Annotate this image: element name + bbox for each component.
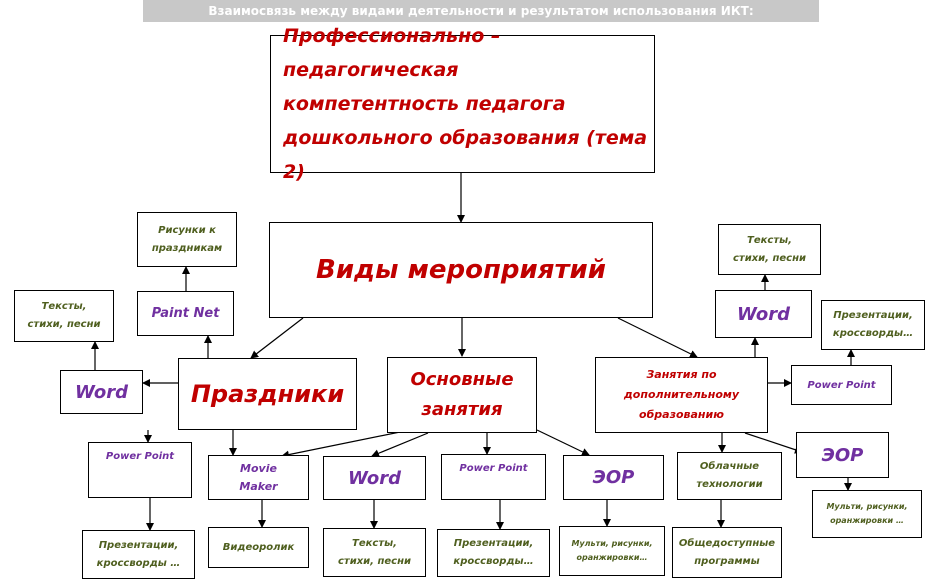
node-powerpoint-right-label: Power Point bbox=[807, 379, 876, 391]
arrow-types-to-holidays bbox=[250, 317, 304, 359]
node-word-center: Word bbox=[323, 456, 426, 500]
node-word-center-label: Word bbox=[348, 467, 401, 489]
node-cartoons-bottom: Мульти, рисунки, оранжировки… bbox=[559, 526, 665, 576]
diagram-title-banner: Взаимосвязь между видами деятельности и … bbox=[143, 0, 819, 22]
node-powerpoint-center: Power Point bbox=[441, 454, 546, 500]
node-powerpoint-left: Power Point bbox=[88, 442, 192, 498]
node-texts-bottom-label: Тексты, стихи, песни bbox=[337, 537, 411, 567]
node-word-left-label: Word bbox=[75, 381, 128, 403]
node-cartoons-right: Мульти, рисунки, оранжировки … bbox=[812, 490, 922, 538]
node-main-classes: Основные занятия bbox=[387, 357, 537, 433]
node-texts-bottom: Тексты, стихи, песни bbox=[323, 528, 426, 577]
node-extra-classes: Занятия по дополнительному образованию bbox=[595, 357, 768, 433]
node-public-programs-label: Общедоступные программы bbox=[678, 537, 776, 567]
node-main-classes-label: Основные занятия bbox=[410, 369, 514, 420]
node-event-types: Виды мероприятий bbox=[269, 222, 653, 318]
node-extra-classes-label: Занятия по дополнительному образованию bbox=[623, 368, 740, 421]
node-movie-maker: Movie Maker bbox=[208, 455, 309, 500]
node-cartoons-bottom-label: Мульти, рисунки, оранжировки… bbox=[571, 539, 653, 562]
node-presentations-1-label: Презентации, кроссворды … bbox=[96, 539, 181, 569]
node-cloud-tech: Облачные технологии bbox=[677, 452, 782, 500]
node-texts-right: Тексты, стихи, песни bbox=[718, 224, 821, 275]
node-top-competence-label: Профессионально – педагогическая компете… bbox=[283, 25, 648, 183]
node-eor-right-label: ЭОР bbox=[821, 444, 864, 466]
node-presentations-1: Презентации, кроссворды … bbox=[82, 530, 195, 579]
node-video: Видеоролик bbox=[208, 527, 309, 568]
node-presentations-right: Презентации, кроссворды… bbox=[821, 300, 925, 350]
node-eor-right: ЭОР bbox=[796, 432, 889, 478]
arrow-types-to-extra bbox=[617, 317, 698, 358]
node-powerpoint-left-label: Power Point bbox=[105, 451, 175, 462]
node-drawings-label: Рисунки к праздникам bbox=[151, 224, 223, 254]
node-top-competence: Профессионально – педагогическая компете… bbox=[270, 25, 655, 183]
node-word-left: Word bbox=[60, 370, 143, 414]
node-movie-maker-label: Movie Maker bbox=[239, 461, 278, 493]
node-texts-left-label: Тексты, стихи, песни bbox=[27, 301, 101, 330]
node-powerpoint-right: Power Point bbox=[791, 365, 892, 405]
node-holidays-label: Праздники bbox=[190, 380, 345, 408]
node-presentations-right-label: Презентации, кроссворды… bbox=[832, 310, 914, 339]
node-eor-center: ЭОР bbox=[563, 455, 664, 500]
arrow-main-to-eor bbox=[536, 429, 590, 456]
node-event-types-label: Виды мероприятий bbox=[316, 255, 606, 285]
arrow-extra-to-eor bbox=[744, 432, 803, 454]
node-eor-center-label: ЭОР bbox=[592, 467, 635, 488]
node-texts-right-label: Тексты, стихи, песни bbox=[732, 234, 806, 264]
node-drawings: Рисунки к праздникам bbox=[137, 212, 237, 267]
node-word-right: Word bbox=[715, 290, 812, 338]
node-public-programs: Общедоступные программы bbox=[672, 527, 782, 578]
node-paint-net: Paint Net bbox=[137, 291, 234, 336]
arrow-main-to-movie bbox=[281, 431, 401, 459]
node-texts-left: Тексты, стихи, песни bbox=[14, 290, 114, 342]
node-holidays: Праздники bbox=[178, 358, 357, 430]
node-video-label: Видеоролик bbox=[222, 542, 295, 553]
node-cartoons-right-label: Мульти, рисунки, оранжировки … bbox=[826, 502, 908, 525]
arrow-main-to-word bbox=[371, 432, 429, 458]
node-presentations-2-label: Презентации, кроссворды… bbox=[453, 538, 534, 567]
node-cloud-tech-label: Облачные технологии bbox=[696, 461, 763, 490]
node-word-right-label: Word bbox=[737, 303, 790, 325]
node-paint-net-label: Paint Net bbox=[151, 306, 220, 321]
node-powerpoint-center-label: Power Point bbox=[459, 463, 528, 474]
node-presentations-2: Презентации, кроссворды… bbox=[437, 529, 550, 577]
